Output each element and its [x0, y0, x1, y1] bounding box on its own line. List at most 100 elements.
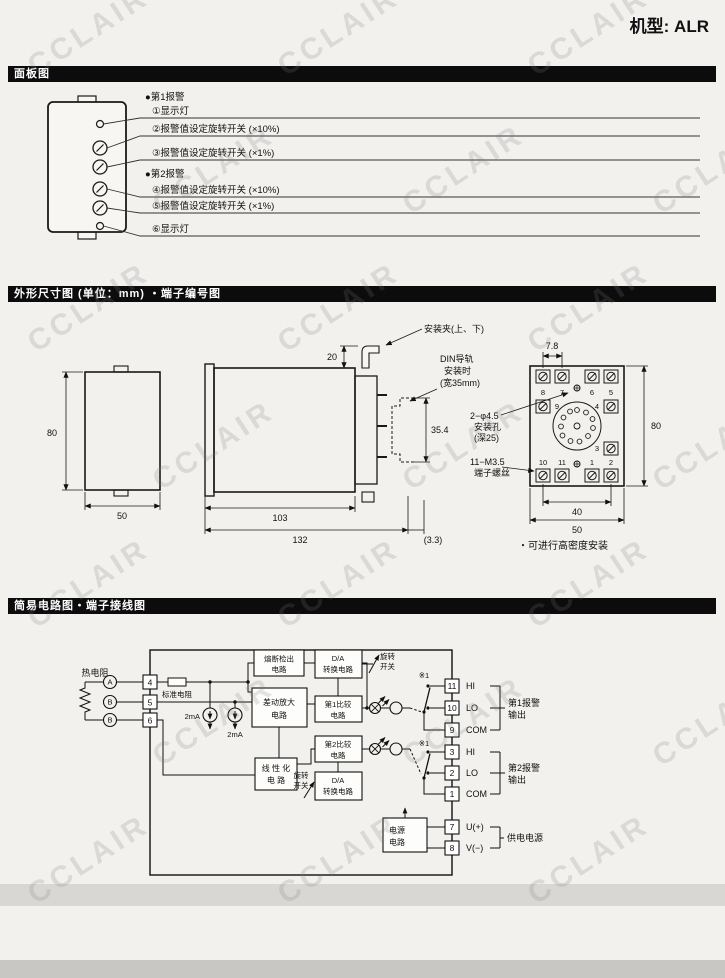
current-source-1-label: 2mA [185, 712, 200, 721]
terminal-8 [444, 840, 460, 856]
out-label-com-2: COM [466, 789, 487, 799]
section-header-dimensions: 外形尺寸图 (单位：mm) ・端子编号图 [8, 286, 716, 302]
side-view [204, 328, 438, 534]
panel-item-3: ③报警值设定旋转开关 (×1%) [152, 147, 274, 159]
alarm2-lamp-symbol [368, 742, 382, 756]
section-title-panel: 面板图 [14, 68, 50, 80]
alarm2-header: ●第2报警 [145, 168, 185, 180]
rotary-bottom-label-1: 旋转 [294, 770, 309, 780]
sensor-b1: B [107, 698, 112, 707]
reference-resistor-symbol [167, 677, 187, 687]
terminal-2-number: 2 [450, 768, 455, 778]
socket-terminal-3: 3 [595, 444, 599, 453]
terminal-2 [444, 765, 460, 781]
sensor-terminal-b1 [102, 694, 118, 710]
current-source-2 [227, 707, 243, 723]
panel-diagram: ●第1报警 ①显示灯 ②报警值设定旋转开关 (×10%) ③报警值设定旋转开关 … [47, 91, 700, 240]
dim-inner-width: 40 [572, 507, 582, 517]
power-label-1: 电源 [389, 825, 405, 835]
da-bottom-label-2: 转换电路 [323, 786, 353, 796]
alarm1-lamp-symbol [368, 701, 382, 715]
panel-item-5: ⑤报警值设定旋转开关 (×1%) [152, 200, 274, 212]
out-label-hi-1: HI [466, 681, 475, 691]
circuit-symbols [102, 674, 403, 756]
dim-socket-width: 50 [572, 525, 582, 535]
scan-band-2 [0, 960, 725, 978]
da-top-label-2: 转换电路 [323, 664, 353, 674]
terminal-5 [142, 694, 158, 710]
burnout-label-1: 熔断检出 [264, 654, 294, 664]
comparator2-block [314, 735, 363, 763]
circuit-wires [78, 654, 505, 849]
hole-label-3: (深25) [474, 433, 499, 443]
rotary-top-label-1: 旋转 [380, 651, 395, 661]
dim-socket-height: 80 [651, 421, 661, 431]
alarm1-output-label-1: 第1报警 [508, 697, 540, 708]
panel-item-2: ②报警值设定旋转开关 (×10%) [152, 123, 280, 135]
terminal-1-number: 1 [450, 789, 455, 799]
linearize-label-2: 电 路 [267, 775, 285, 785]
sensor-a: A [107, 678, 112, 687]
alarm1-relay-coil [389, 701, 403, 715]
screw-label-2: 端子螺丝 [474, 467, 510, 478]
panel-item-6: ⑥显示灯 [152, 224, 190, 235]
circuit-terminals [142, 674, 460, 856]
screw-label-1: 11−M3.5 [470, 457, 505, 467]
socket-terminal-9: 9 [555, 402, 559, 411]
sensor-label: 热电阻 [81, 667, 108, 678]
terminal-4-number: 4 [148, 678, 153, 688]
circuit-blocks [251, 649, 428, 853]
clip-label: 安装夹(上、下) [424, 323, 484, 334]
comp2-label-2: 电路 [331, 750, 346, 760]
socket-terminal-7: 7 [560, 388, 564, 397]
terminal-8-number: 8 [450, 843, 455, 853]
din-label-3: (宽35mm) [440, 377, 480, 388]
note-ref-2: ※1 [419, 739, 429, 748]
din-label-2: 安装时 [444, 365, 471, 376]
alarm2-output-label-2: 输出 [508, 774, 526, 785]
dim-body-depth: 103 [272, 513, 287, 523]
comp1-label-1: 第1比较 [325, 699, 352, 709]
junction-dots [208, 680, 430, 780]
note-ref-1: ※1 [419, 671, 429, 680]
front-view [62, 365, 161, 510]
terminal-1 [444, 786, 460, 802]
terminal-9-number: 9 [450, 725, 455, 735]
out-label-lo-1: LO [466, 703, 478, 713]
terminal-4 [142, 674, 158, 690]
da-bottom-block [314, 771, 363, 801]
circuit-diagram: 热电阻 A B B 4 5 6 标准电阻 2mA 2mA 熔断检出 电路 差动放… [78, 649, 543, 876]
terminal-11-number: 11 [448, 681, 457, 691]
panel-item-4: ④报警值设定旋转开关 (×10%) [152, 184, 280, 196]
din-label-1: DIN导轨 [440, 353, 474, 364]
terminal-3-number: 3 [450, 747, 455, 757]
out-label-com-1: COM [466, 725, 487, 735]
alarm2-output-label-1: 第2报警 [508, 762, 540, 773]
socket-terminal-1: 1 [590, 458, 594, 467]
socket-terminal-11: 11 [558, 458, 566, 467]
comp2-label-1: 第2比较 [325, 739, 352, 749]
diff-amp-block [251, 687, 308, 728]
reference-resistor-label: 标准电阻 [162, 689, 192, 699]
out-label-u-plus: U(+) [466, 822, 484, 832]
sensor-terminal-a [102, 674, 118, 690]
section-title-dimensions: 外形尺寸图 (单位：mm) ・端子编号图 [14, 288, 221, 300]
out-label-hi-2: HI [466, 747, 475, 757]
supply-label: 供电电源 [507, 832, 543, 843]
terminal-7-number: 7 [450, 822, 455, 832]
burnout-label-2: 电路 [272, 664, 287, 674]
panel-body [47, 95, 127, 240]
hole-label-2: 安装孔 [474, 421, 501, 432]
dim-front-width: 50 [117, 511, 127, 521]
amp-label-2: 电路 [271, 710, 287, 720]
comp1-label-2: 电路 [331, 710, 346, 720]
terminal-5-number: 5 [148, 698, 153, 708]
dim-pitch: 7.8 [546, 341, 559, 351]
da-top-block [314, 649, 363, 679]
panel-callout-lines [103, 117, 700, 237]
power-label-2: 电路 [389, 837, 405, 847]
hole-label-1: 2−φ4.5 [470, 411, 499, 421]
socket-terminal-5: 5 [609, 388, 613, 397]
rotary-top-label-2: 开关 [380, 661, 395, 671]
rotary-switch-1[interactable] [92, 140, 108, 156]
